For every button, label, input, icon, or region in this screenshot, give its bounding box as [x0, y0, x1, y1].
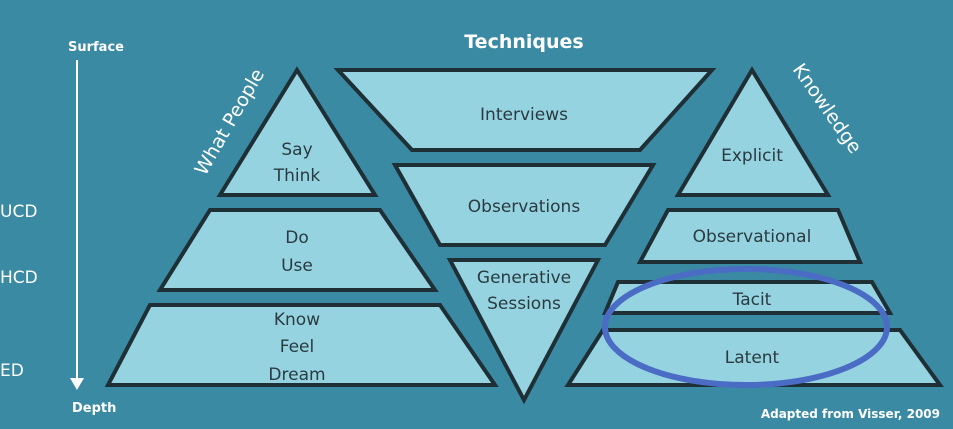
- right-tier-top: [674, 66, 832, 197]
- depth-axis-arrowhead: [70, 378, 84, 390]
- left-tier-bottom-line-3: Dream: [268, 365, 325, 385]
- center-tier-bottom-line-1: Generative: [477, 268, 571, 288]
- right-tier-third-line-1: Tacit: [732, 290, 772, 310]
- right-pyramid-title: Knowledge: [788, 59, 866, 157]
- center-tier-bottom-line-2: Sessions: [487, 294, 561, 314]
- center-tier-middle: [391, 163, 657, 247]
- header-title: Techniques: [464, 31, 583, 53]
- left-tier-bottom-line-2: Feel: [280, 337, 315, 357]
- center-tier-bottom: [446, 258, 602, 405]
- right-tier-second: [636, 208, 864, 264]
- source-credit: Adapted from Visser, 2009: [761, 407, 940, 421]
- left-tier-bottom-line-1: Know: [274, 310, 320, 330]
- right-tier-top-line-1: Explicit: [721, 146, 783, 166]
- side-label-ucd: UCD: [0, 202, 37, 222]
- left-tier-top: [216, 66, 379, 197]
- left-tier-middle-line-1: Do: [285, 228, 309, 248]
- left-tier-top-line-1: Say: [281, 140, 312, 160]
- right-tier-third: [601, 280, 894, 315]
- center-tier-middle-line-1: Observations: [468, 197, 581, 217]
- center-tier-top: [333, 68, 717, 152]
- right-tier-second-line-1: Observational: [693, 227, 812, 247]
- axis-top-label: Surface: [68, 40, 124, 55]
- side-label-ed: ED: [0, 361, 24, 381]
- left-tier-middle-line-2: Use: [281, 256, 313, 276]
- left-tier-top-line-2: Think: [273, 166, 321, 186]
- center-funnel: Interviews Observations Generative Sessi…: [333, 68, 717, 405]
- axis-bottom-label: Depth: [72, 401, 116, 416]
- left-tier-middle: [156, 208, 439, 292]
- highlight-ellipse: [602, 266, 890, 388]
- center-tier-top-line-1: Interviews: [480, 105, 568, 125]
- right-pyramid: Explicit Observational Tacit Latent Know…: [564, 59, 944, 387]
- side-label-hcd: HCD: [0, 268, 38, 288]
- right-tier-bottom-line-1: Latent: [725, 348, 780, 368]
- left-tier-bottom: [104, 303, 499, 387]
